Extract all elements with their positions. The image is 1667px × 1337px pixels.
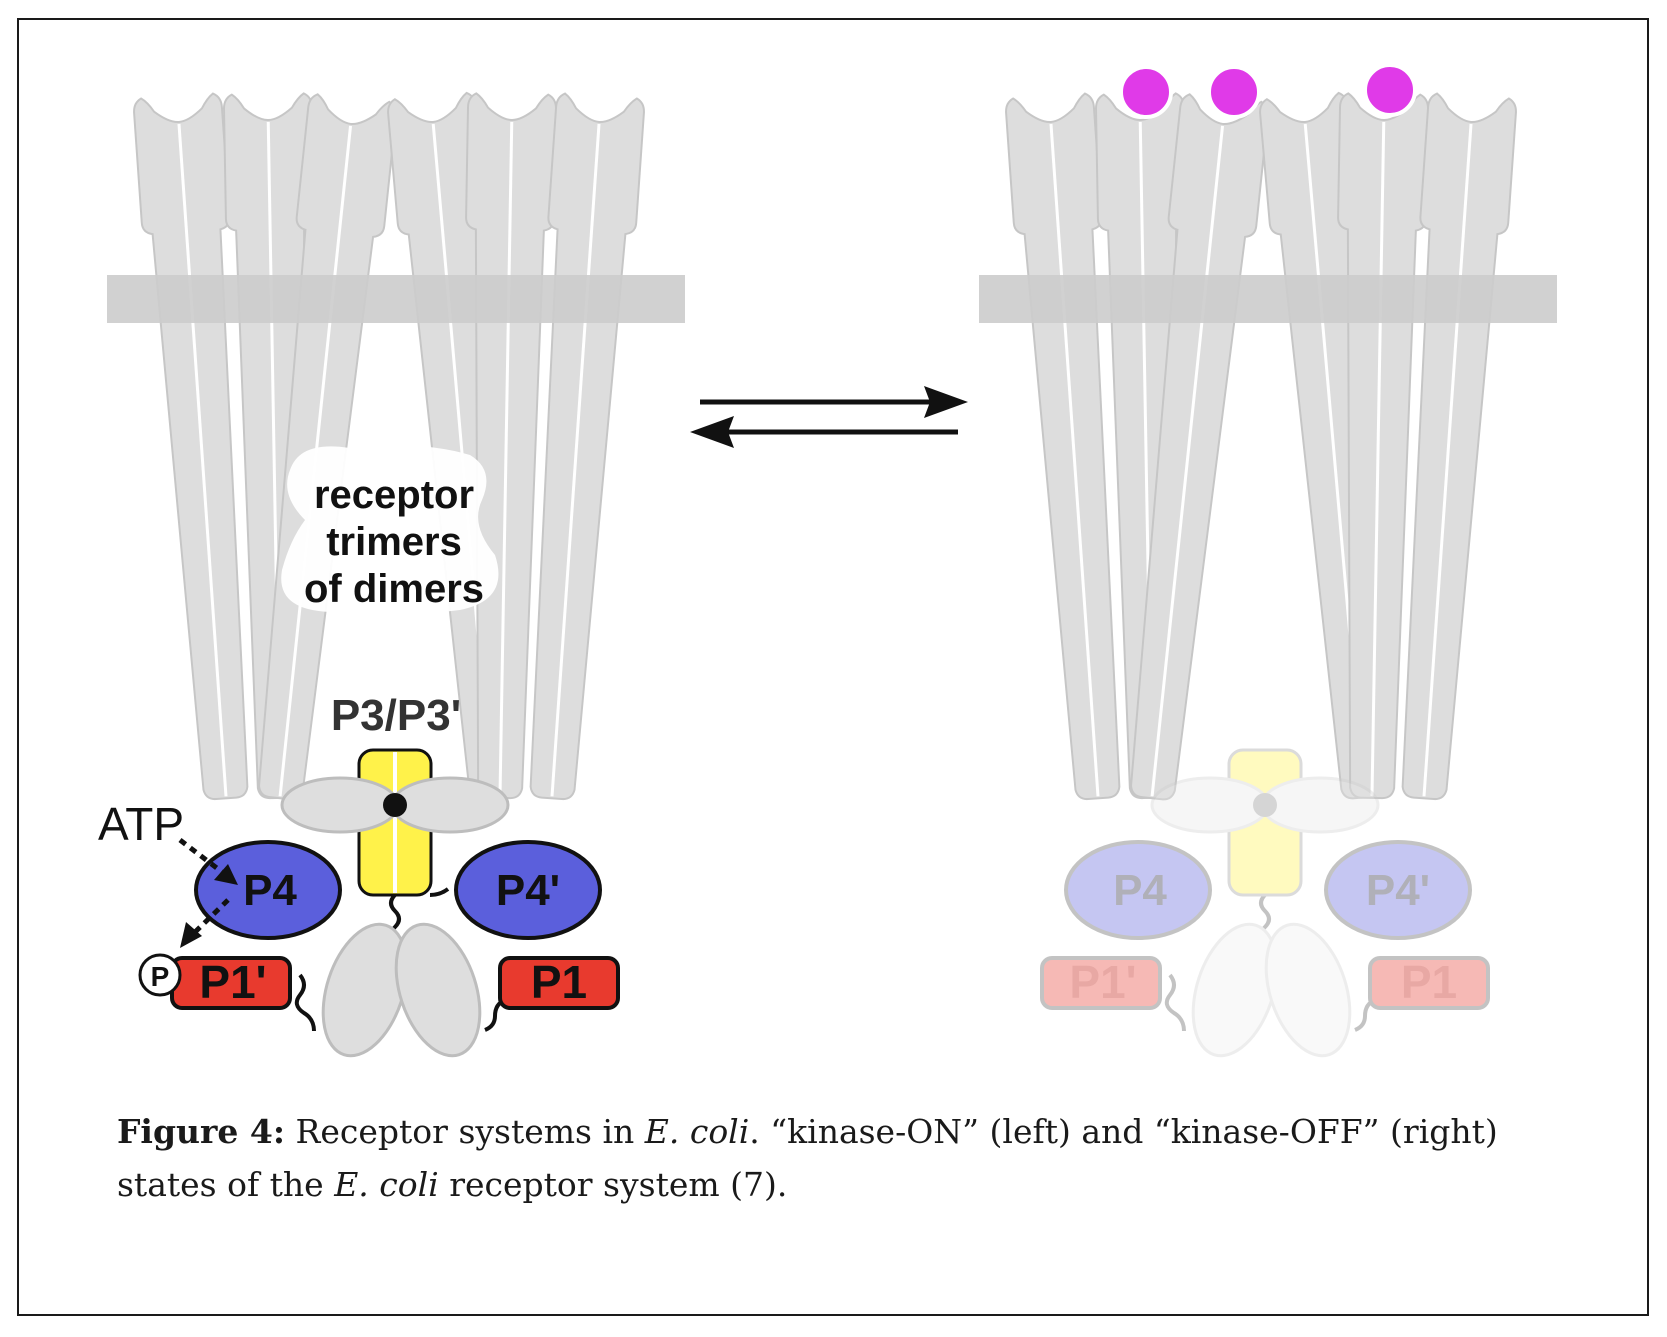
membrane-left — [107, 275, 685, 323]
p1-right — [1368, 956, 1490, 1010]
figure-caption: Figure 4: Receptor systems in E. coli. “… — [117, 1105, 1587, 1211]
p1-prime-label-right: P1' — [1069, 956, 1136, 1008]
caption-italic-2: E. coli — [334, 1165, 439, 1204]
atp-label: ATP — [98, 798, 184, 850]
phosphate-label: P — [151, 961, 170, 992]
membrane-right — [979, 275, 1557, 323]
equilibrium-arrows — [690, 386, 968, 448]
ligand-1 — [1119, 65, 1173, 119]
faded-complex — [1040, 748, 1490, 1058]
p1-left — [498, 956, 620, 1010]
left-state: receptor trimers of dimers P3/P3' P4 P4'… — [98, 90, 685, 1058]
p4-left — [194, 840, 342, 940]
caption-text-3: receptor system (7). — [438, 1165, 788, 1204]
p4-right — [1064, 840, 1212, 940]
p4-prime-right — [1324, 840, 1472, 940]
p1-prime-right — [1040, 956, 1162, 1010]
atp-arrows — [178, 838, 230, 937]
cheW-left-b — [390, 776, 510, 834]
right-state: P4 P4' P1' P1 — [979, 63, 1557, 1058]
atp-arrowhead-1 — [214, 864, 238, 885]
pivot-dot-left — [383, 793, 407, 817]
p1-label-right: P1 — [1401, 956, 1457, 1008]
caption-italic-1: E. coli — [644, 1112, 750, 1151]
receptor-label-bubble — [281, 445, 499, 615]
ligand-2 — [1207, 65, 1261, 119]
ligand-3 — [1363, 63, 1417, 117]
p4-prime-label-left: P4' — [496, 866, 560, 915]
p2-left-b — [394, 922, 482, 1058]
p4-label-left: P4 — [243, 866, 297, 915]
figure-label: Figure 4: — [117, 1112, 286, 1151]
receptor-label-line3: of dimers — [304, 567, 484, 611]
caption-text-1: Receptor systems in — [285, 1112, 645, 1151]
p4-prime-left — [454, 840, 602, 940]
p1-prime-label-left: P1' — [199, 956, 266, 1008]
receptor-rods-right — [1003, 90, 1519, 805]
p4-label-right: P4 — [1113, 866, 1167, 915]
atp-arrowhead-2 — [180, 922, 202, 948]
p4-prime-label-right: P4' — [1366, 866, 1430, 915]
receptor-label-line1: receptor — [314, 473, 474, 517]
phosphate-circle — [138, 953, 182, 997]
receptor-label-line2: trimers — [326, 520, 462, 564]
p3-label: P3/P3' — [331, 691, 461, 740]
caption-text-2: . “kinase-ON” (left) and “kinase-OFF” (r… — [117, 1112, 1498, 1204]
p1-label-left: P1 — [531, 956, 587, 1008]
cheW-left-a — [280, 776, 400, 834]
